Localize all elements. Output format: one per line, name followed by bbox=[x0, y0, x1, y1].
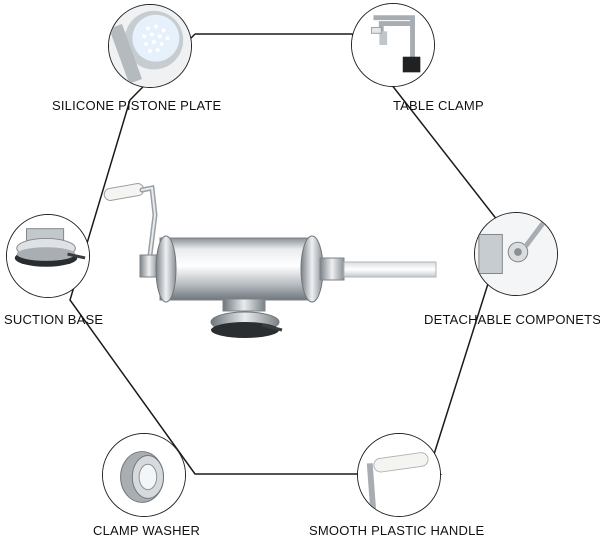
piston-plate-icon bbox=[108, 4, 192, 88]
table-clamp-label: TABLE CLAMP bbox=[393, 98, 484, 113]
suction-base-icon bbox=[6, 214, 90, 298]
plastic-handle-label: SMOOTH PLASTIC HANDLE bbox=[309, 523, 485, 538]
clamp-washer-icon bbox=[102, 433, 186, 517]
silicone-plate-label: SILICONE PISTONE PLATE bbox=[52, 98, 222, 113]
suction-base-label: SUCTION BASE bbox=[4, 312, 104, 327]
clamp-washer-label: CLAMP WASHER bbox=[93, 523, 201, 538]
detachable-components-icon bbox=[474, 212, 558, 296]
table-clamp-icon bbox=[351, 3, 435, 87]
detachable-label: DETACHABLE COMPONETS bbox=[424, 312, 600, 327]
plastic-handle-icon bbox=[357, 433, 441, 517]
